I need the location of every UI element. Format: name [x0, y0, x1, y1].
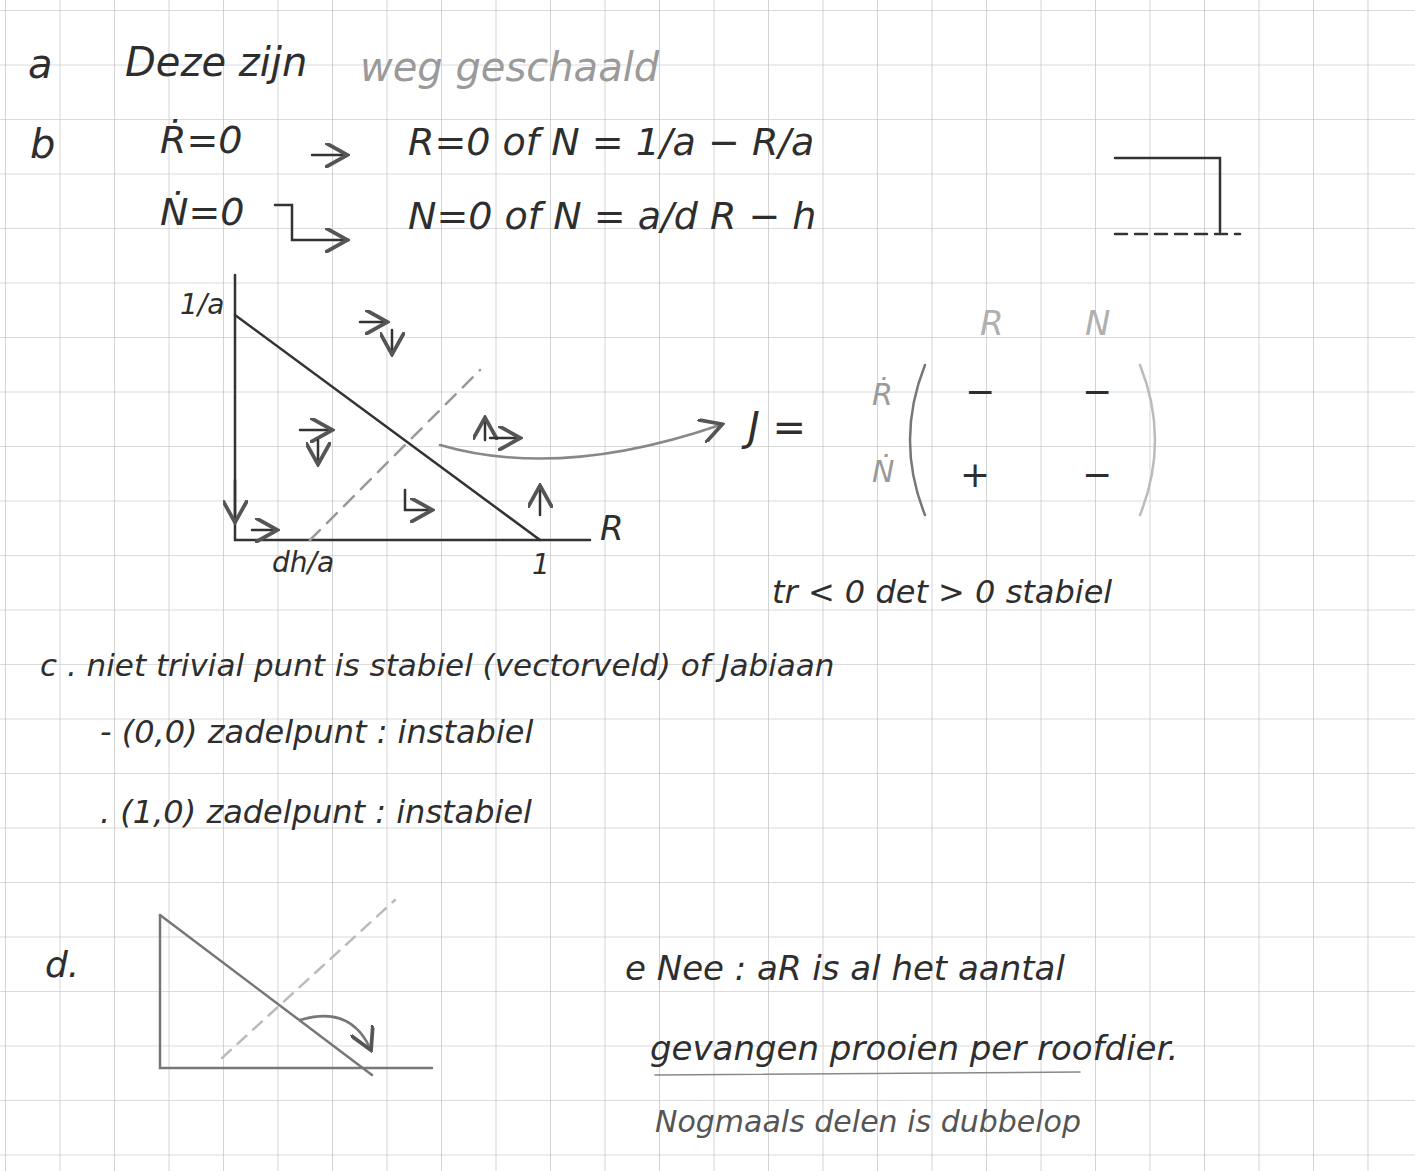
equation: Ṙ=0	[160, 120, 242, 162]
matrix-cell: +	[960, 455, 990, 495]
note-text: gevangen prooien per roofdier.	[650, 1030, 1178, 1067]
note-text: - (0,0) zadelpunt : instabiel	[100, 715, 533, 750]
axis-label: R	[600, 510, 624, 547]
note-text: . (1,0) zadelpunt : instabiel	[100, 795, 532, 830]
note-text: Deze zijn	[125, 40, 307, 84]
equation: R=0 of N = 1/a − R/a	[408, 122, 814, 164]
matrix-header: Ṅ	[872, 455, 894, 488]
matrix-header: N	[1085, 305, 1110, 342]
item-letter: a	[28, 42, 53, 86]
note-text: e Nee : aR is al het aantal	[625, 950, 1065, 987]
axis-label: dh/a	[272, 548, 334, 579]
matrix-cell: −	[1082, 455, 1112, 495]
axis-label: 1/a	[180, 290, 224, 321]
item-letter: d.	[45, 945, 79, 985]
note-text: c . niet trivial punt is stabiel (vector…	[40, 648, 835, 682]
note-text: Nogmaals delen is dubbelop	[655, 1105, 1081, 1138]
matrix-label: J =	[748, 405, 806, 449]
sketch-lines	[160, 155, 1240, 1075]
note-text: weg geschaald	[360, 45, 659, 89]
axis-label: 1	[532, 550, 550, 581]
equation: Ṅ=0	[160, 192, 244, 234]
note-text: tr < 0 det > 0 stabiel	[772, 575, 1112, 610]
matrix-header: R	[980, 305, 1004, 342]
matrix-cell: −	[965, 372, 995, 412]
matrix-cell: −	[1082, 372, 1112, 412]
item-letter: b	[30, 122, 55, 166]
equation: N=0 of N = a/d R − h	[408, 196, 816, 238]
matrix-header: Ṙ	[872, 378, 893, 411]
